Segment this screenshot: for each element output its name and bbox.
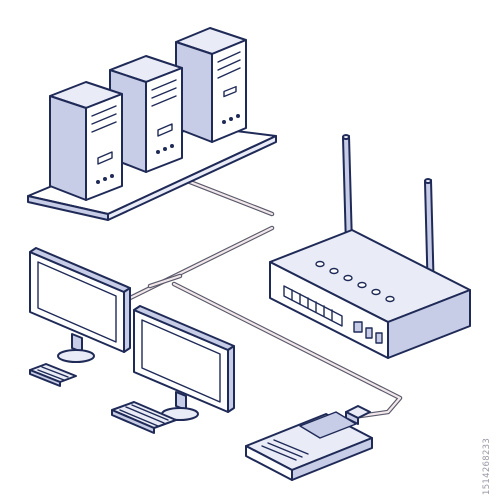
keyboard-2 — [111, 401, 177, 434]
monitor-2 — [133, 305, 235, 421]
cable-monitor2-to-hub — [147, 273, 183, 289]
network-cables — [117, 179, 403, 419]
router-vent — [283, 285, 343, 327]
cable-servers-to-router — [187, 179, 275, 217]
handheld-terminal — [245, 411, 373, 481]
monitor-1 — [29, 247, 131, 363]
server-tower-3 — [175, 27, 247, 143]
cable-connector — [345, 405, 371, 425]
monitor-1-stand — [57, 333, 95, 363]
router-ports — [353, 321, 383, 344]
status-dots-2 — [156, 144, 174, 154]
antenna-left — [342, 134, 353, 247]
status-dots-1 — [96, 174, 114, 184]
server-tower-1 — [49, 81, 123, 201]
cable-monitor1-to-hub — [117, 225, 275, 306]
drive-bays — [217, 51, 241, 98]
router-leds — [315, 260, 395, 303]
cable-terminal-to-router — [171, 281, 403, 419]
terminal-keypad — [261, 439, 309, 461]
status-dots-3 — [222, 114, 240, 124]
wireless-router — [269, 134, 471, 359]
stock-id-watermark: 1514268233 — [482, 437, 492, 495]
keyboard-1 — [29, 363, 77, 387]
